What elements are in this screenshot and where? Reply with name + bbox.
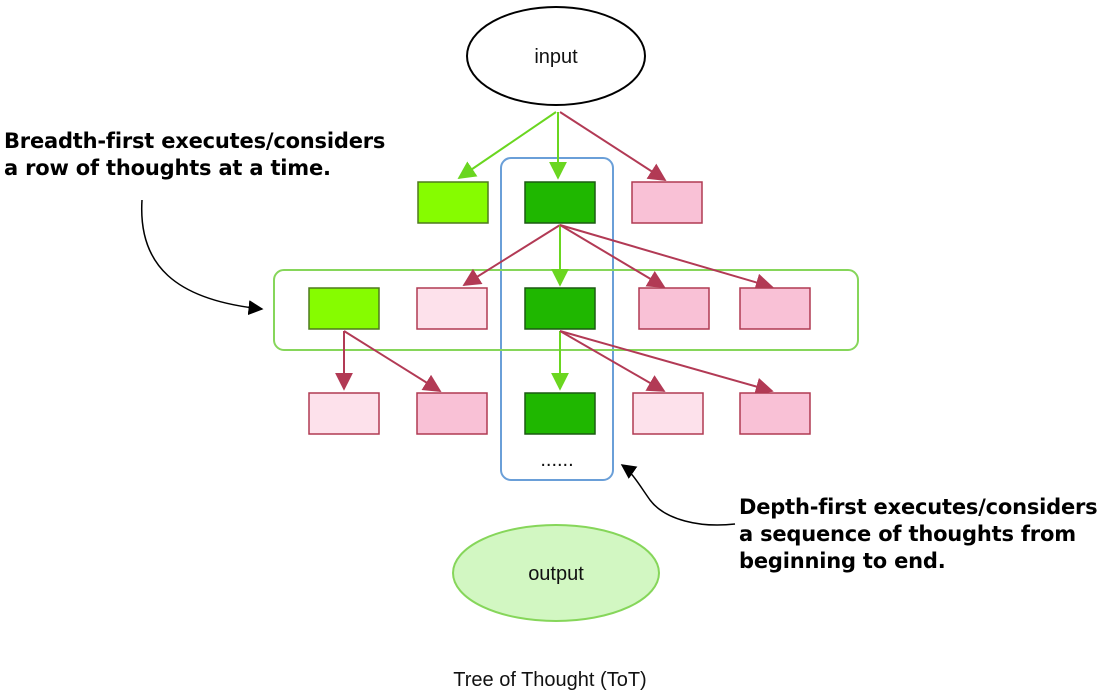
thought-r1-a bbox=[417, 181, 489, 224]
thought-r1-b bbox=[524, 181, 596, 224]
breadth-callout-arrow bbox=[140, 199, 264, 316]
output-label: output bbox=[528, 563, 584, 585]
arrow-input-to-r1c bbox=[559, 111, 667, 181]
arrow-r1b-to-r2d bbox=[559, 224, 666, 288]
depth-first-line-1: Depth-first executes/considers bbox=[739, 495, 1098, 519]
thought-r3-d bbox=[632, 392, 704, 435]
depth-callout-arrow bbox=[620, 464, 736, 526]
depth-first-annotation: Depth-first executes/considers a sequenc… bbox=[739, 494, 1098, 575]
thought-r2-d bbox=[638, 287, 710, 330]
thought-r2-b bbox=[416, 287, 488, 330]
thought-r3-c bbox=[524, 392, 596, 435]
thought-r3-b bbox=[416, 392, 488, 435]
arrow-r1b-to-r2b bbox=[462, 224, 561, 286]
thought-r1-c bbox=[631, 181, 703, 224]
depth-first-line-3: beginning to end. bbox=[739, 549, 946, 573]
diagram-caption: Tree of Thought (ToT) bbox=[453, 669, 647, 691]
breadth-first-line-1: Breadth-first executes/considers bbox=[4, 129, 386, 153]
arrow-r2c-to-r3d bbox=[559, 330, 666, 392]
output-node bbox=[452, 524, 660, 622]
breadth-first-line-2: a row of thoughts at a time. bbox=[4, 156, 331, 180]
arrow-r1b-to-r2e bbox=[559, 224, 774, 292]
thought-r2-a bbox=[308, 287, 380, 330]
arrow-r2a-to-r3b bbox=[343, 330, 442, 392]
breadth-first-annotation: Breadth-first executes/considers a row o… bbox=[4, 128, 385, 182]
thought-r3-e bbox=[739, 392, 811, 435]
thought-r2-c bbox=[524, 287, 596, 330]
thought-r2-e bbox=[739, 287, 811, 330]
depth-first-line-2: a sequence of thoughts from bbox=[739, 522, 1076, 546]
input-node bbox=[466, 6, 646, 106]
continuation-dots: ...... bbox=[540, 449, 573, 471]
input-label: input bbox=[534, 46, 578, 68]
arrow-input-to-r1a bbox=[457, 111, 557, 180]
thought-r3-a bbox=[308, 392, 380, 435]
arrow-r2c-to-r3e bbox=[559, 330, 774, 396]
